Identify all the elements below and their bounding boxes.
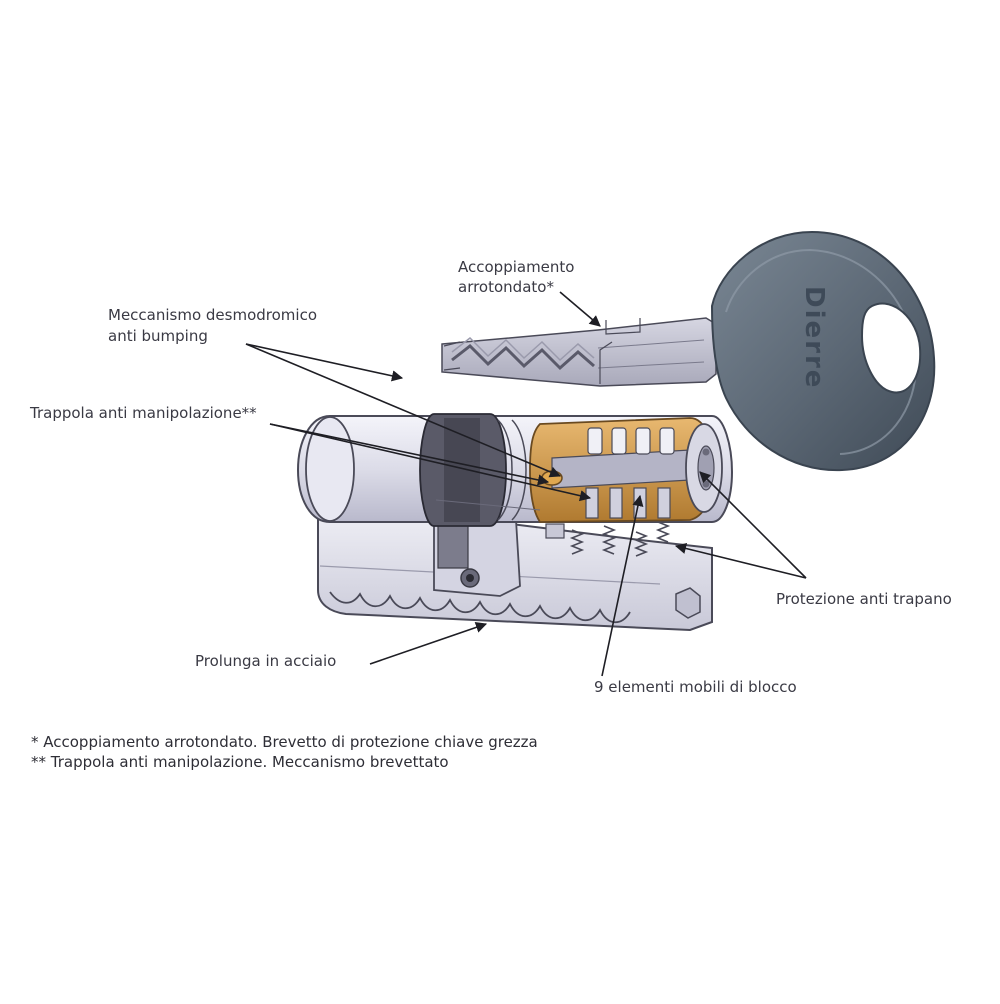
- leader-prolunga: [370, 624, 486, 664]
- key-brand-text: Dierre: [799, 286, 829, 389]
- leader-meccanismo-a: [246, 344, 402, 378]
- locking-pin: [610, 488, 622, 518]
- locking-pin: [586, 488, 598, 518]
- label-meccanismo-line2: anti bumping: [108, 326, 208, 346]
- label-elementi: 9 elementi mobili di blocco: [594, 677, 797, 697]
- footnote-2: ** Trappola anti manipolazione. Meccanis…: [31, 751, 449, 773]
- lock-cylinder: [298, 414, 732, 630]
- label-accoppiamento-line1: Accoppiamento: [458, 257, 574, 277]
- label-prolunga: Prolunga in acciaio: [195, 651, 336, 671]
- label-meccanismo-line1: Meccanismo desmodromico: [108, 305, 317, 325]
- label-accoppiamento-line2: arrotondato*: [458, 277, 554, 297]
- leader-accoppiamento: [560, 292, 600, 326]
- label-protezione: Protezione anti trapano: [776, 589, 952, 609]
- leader-protezione-a: [700, 472, 806, 578]
- label-trappola: Trappola anti manipolazione**: [30, 403, 257, 423]
- locking-pin: [658, 488, 670, 518]
- spring: [658, 522, 668, 542]
- footnote-1: * Accoppiamento arrotondato. Brevetto di…: [31, 731, 538, 753]
